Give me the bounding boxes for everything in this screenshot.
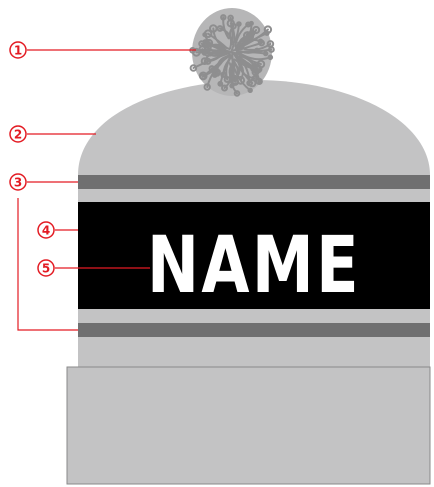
callout-5-number: 5 bbox=[42, 262, 50, 276]
callout-2-number: 2 bbox=[14, 128, 22, 142]
stripe-top bbox=[78, 175, 430, 189]
callout-4-number: 4 bbox=[42, 224, 50, 238]
pompom bbox=[190, 8, 274, 96]
name-text: NAME bbox=[147, 221, 361, 311]
callout-3: 3 bbox=[10, 174, 26, 190]
callout-3-number: 3 bbox=[14, 176, 22, 190]
callout-1: 1 bbox=[10, 42, 26, 58]
callout-4: 4 bbox=[38, 222, 54, 238]
callout-5: 5 bbox=[38, 260, 54, 276]
cuff bbox=[67, 367, 430, 484]
callout-2: 2 bbox=[10, 126, 26, 142]
callout-1-number: 1 bbox=[14, 44, 22, 58]
stripe-bottom bbox=[78, 323, 430, 337]
